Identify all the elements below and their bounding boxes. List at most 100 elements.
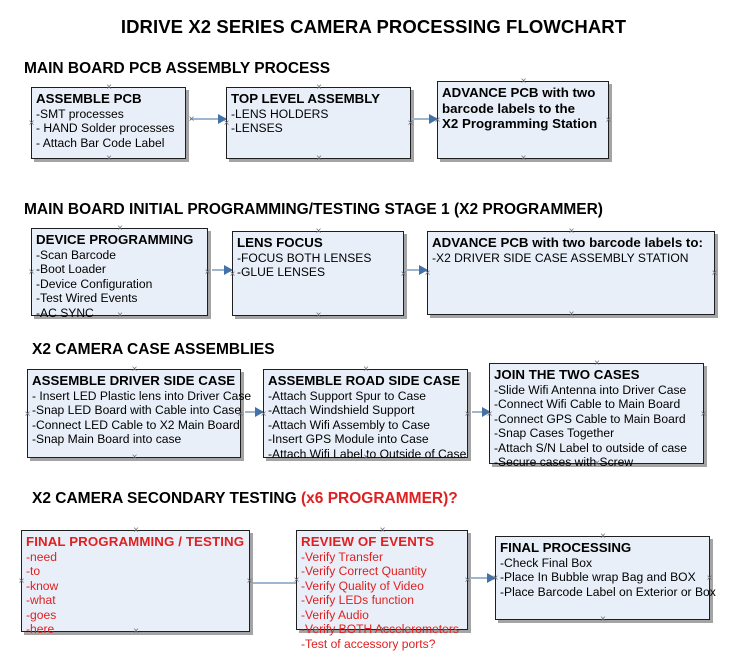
section-heading-main-board-pcb-assembly: MAIN BOARD PCB ASSEMBLY PROCESS: [24, 60, 330, 78]
resize-handle-top[interactable]: [599, 532, 608, 541]
resize-handle-right[interactable]: [710, 269, 719, 278]
box-join-the-two-cases[interactable]: JOIN THE TWO CASES -Slide Wifi Antenna i…: [489, 363, 704, 469]
section-heading-accent-text: (x6 PROGRAMMER)?: [301, 490, 458, 507]
resize-handle-left[interactable]: [23, 410, 32, 419]
resize-handle-top[interactable]: [116, 224, 125, 233]
resize-handle-bottom[interactable]: [130, 453, 139, 462]
resize-handle-top[interactable]: [593, 359, 602, 368]
connector-shaft: [212, 269, 232, 271]
resize-handle-bottom[interactable]: [132, 627, 141, 636]
box-header: TOP LEVEL ASSEMBLY: [231, 91, 381, 106]
section-heading-text: X2 CAMERA SECONDARY TESTING: [32, 490, 301, 507]
box-line: -what: [26, 593, 56, 608]
resize-handle-bottom[interactable]: [519, 154, 528, 163]
resize-handle-top[interactable]: [132, 526, 141, 535]
box-advance-pcb-to-driver-side-case-station[interactable]: ADVANCE PCB with two barcode labels to: …: [427, 231, 715, 315]
resize-handle-left[interactable]: [222, 119, 231, 128]
box-line-overflow: -Test of accessory ports?: [301, 636, 436, 651]
connector-shaft: [190, 118, 226, 120]
box-line: X2 Programming Station: [442, 116, 598, 132]
box-top-level-assembly[interactable]: TOP LEVEL ASSEMBLY -LENS HOLDERS -LENSES: [226, 87, 411, 159]
resize-handle-left[interactable]: [27, 119, 36, 128]
resize-handle-bottom[interactable]: [567, 310, 576, 319]
box-line: -LENS HOLDERS: [231, 106, 329, 121]
box-header: ASSEMBLE DRIVER SIDE CASE: [32, 373, 236, 388]
box-line: -Place In Bubble wrap Bag and BOX: [500, 570, 696, 585]
box-line: -Place Barcode Label on Exterior or Box: [500, 584, 716, 599]
box-header: FINAL PROCESSING: [500, 540, 632, 555]
box-review-of-events[interactable]: REVIEW OF EVENTS -Verify Transfer -Verif…: [296, 530, 468, 651]
box-line: -Verify Audio: [301, 607, 369, 622]
box-line: -AC SYNC: [36, 305, 94, 320]
resize-handle-left[interactable]: [433, 116, 442, 125]
resize-handle-bottom[interactable]: [599, 615, 608, 624]
box-assemble-road-side-case[interactable]: ASSEMBLE ROAD SIDE CASE -Attach Support …: [263, 369, 468, 461]
box-assemble-driver-side-case[interactable]: ASSEMBLE DRIVER SIDE CASE - Insert LED P…: [27, 369, 252, 458]
resize-handle-bottom[interactable]: [362, 453, 371, 462]
box-line: -Attach Windshield Support: [268, 403, 415, 418]
resize-handle-left[interactable]: [27, 268, 36, 277]
resize-handle-left[interactable]: [228, 270, 237, 279]
resize-handle-right[interactable]: [705, 574, 714, 583]
resize-handle-top[interactable]: [519, 77, 528, 86]
box-line: -Slide Wifi Antenna into Driver Case: [494, 382, 687, 397]
box-final-processing[interactable]: FINAL PROCESSING -Check Final Box -Place…: [495, 536, 716, 620]
box-line: - HAND Solder processes: [36, 121, 175, 136]
connector-endpoint-handle[interactable]: [187, 115, 196, 124]
resize-handle-top[interactable]: [567, 227, 576, 236]
resize-handle-bottom[interactable]: [314, 311, 323, 320]
resize-handle-left[interactable]: [423, 269, 432, 278]
connector-shaft: [470, 577, 495, 579]
resize-handle-top[interactable]: [130, 365, 139, 374]
resize-handle-right[interactable]: [699, 410, 708, 419]
box-header: ADVANCE PCB with two: [442, 85, 596, 100]
box-line: -know: [26, 578, 59, 593]
box-line: -Device Configuration: [36, 276, 153, 291]
connector-shaft: [406, 269, 427, 271]
box-advance-pcb-to-x2-programming-station[interactable]: ADVANCE PCB with two barcode labels to t…: [437, 81, 609, 159]
box-line: -SMT processes: [36, 106, 124, 121]
resize-handle-right[interactable]: [604, 116, 613, 125]
box-line: -Snap Cases Together: [494, 426, 615, 441]
box-header: REVIEW OF EVENTS: [301, 534, 435, 549]
box-line: -FOCUS BOTH LENSES: [237, 250, 372, 265]
box-assemble-pcb[interactable]: ASSEMBLE PCB -SMT processes - HAND Solde…: [31, 87, 186, 159]
box-line: -Connect GPS Cable to Main Board: [494, 411, 686, 426]
box-line: -Verify Quality of Video: [301, 578, 424, 593]
box-device-programming[interactable]: DEVICE PROGRAMMING -Scan Barcode -Boot L…: [31, 228, 208, 320]
box-final-programming-testing[interactable]: FINAL PROGRAMMING / TESTING -need -to -k…: [21, 530, 250, 636]
section-heading-text: MAIN BOARD PCB ASSEMBLY PROCESS: [24, 60, 331, 77]
resize-handle-top[interactable]: [362, 365, 371, 374]
box-header: FINAL PROGRAMMING / TESTING: [26, 534, 245, 549]
box-header: LENS FOCUS: [237, 235, 323, 250]
resize-handle-bottom[interactable]: [116, 311, 125, 320]
resize-handle-bottom[interactable]: [315, 154, 324, 163]
resize-handle-top[interactable]: [378, 526, 387, 535]
box-lens-focus[interactable]: LENS FOCUS -FOCUS BOTH LENSES -GLUE LENS…: [232, 231, 404, 316]
resize-handle-top[interactable]: [315, 83, 324, 92]
box-line: -GLUE LENSES: [237, 265, 326, 280]
resize-handle-left[interactable]: [259, 410, 268, 419]
resize-handle-right[interactable]: [463, 410, 472, 419]
box-line: -Scan Barcode: [36, 247, 116, 262]
resize-handle-bottom[interactable]: [105, 154, 114, 163]
box-line: -Attach S/N Label to outside of case: [494, 440, 687, 455]
resize-handle-top[interactable]: [314, 227, 323, 236]
box-line: -Boot Loader: [36, 262, 106, 277]
resize-handle-right[interactable]: [236, 410, 245, 419]
resize-handle-left[interactable]: [17, 577, 26, 586]
resize-handle-bottom[interactable]: [378, 625, 387, 634]
resize-handle-left[interactable]: [292, 576, 301, 585]
section-heading-x2-camera-case-assemblies: X2 CAMERA CASE ASSEMBLIES: [32, 341, 275, 359]
resize-handle-left[interactable]: [491, 574, 500, 583]
resize-handle-top[interactable]: [105, 83, 114, 92]
box-line: -to: [26, 564, 41, 579]
resize-handle-left[interactable]: [485, 410, 494, 419]
box-header: ASSEMBLE ROAD SIDE CASE: [268, 373, 461, 388]
box-line: - Insert LED Plastic lens into Driver Ca…: [32, 388, 252, 403]
connector-final-programming-to-review-of-events[interactable]: [253, 578, 296, 588]
box-header: DEVICE PROGRAMMING: [36, 232, 194, 247]
resize-handle-right[interactable]: [203, 268, 212, 277]
resize-handle-bottom[interactable]: [593, 459, 602, 468]
